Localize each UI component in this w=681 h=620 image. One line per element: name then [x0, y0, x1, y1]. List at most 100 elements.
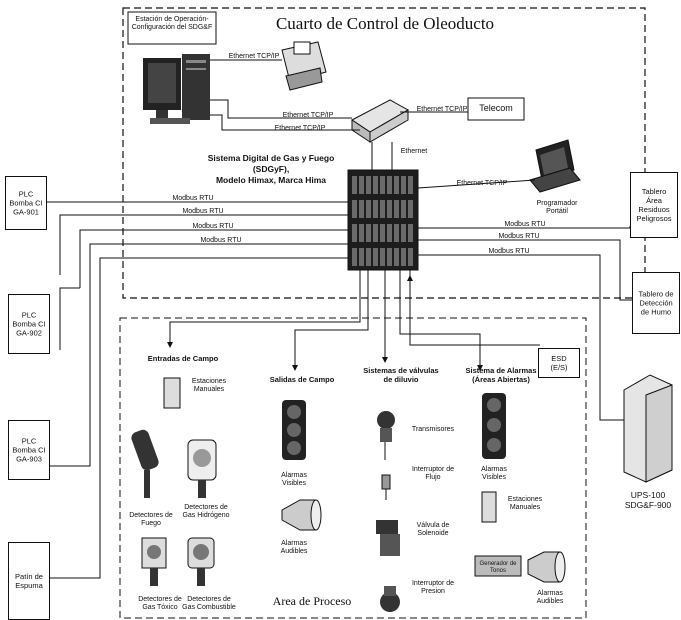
- cabinet-module: [373, 176, 378, 194]
- cabinet-module: [373, 224, 378, 242]
- cabinet-module: [352, 224, 357, 242]
- cabinet-module: [408, 200, 413, 218]
- label-visible-alarms-sys: Alarmas Visibles: [481, 466, 507, 481]
- cabinet-module: [366, 248, 371, 266]
- fire-detector-icon: [131, 429, 159, 498]
- programmer-label: Programador Portátil: [536, 200, 578, 215]
- solenoid-valve-icon: [376, 520, 400, 556]
- cabinet-module: [408, 176, 413, 194]
- laptop-icon: [529, 139, 581, 193]
- deluge-heading: Sistemas de válvulas de diluvio: [363, 366, 439, 384]
- cabinet-module: [359, 176, 364, 194]
- cabinet-module: [373, 200, 378, 218]
- manual-station-icon-2: [481, 491, 497, 523]
- cabinet-module: [401, 176, 406, 194]
- cabinet-module: [401, 200, 406, 218]
- label-audible-alarms-sys: Alarmas Audibles: [536, 590, 564, 605]
- h2-detector-icon: [187, 439, 217, 498]
- cabinet-module: [394, 176, 399, 194]
- label-visible-alarms-out: Alarmas Visibles: [281, 472, 307, 487]
- cabinet-module: [387, 224, 392, 242]
- audible-alarm-icon: [281, 499, 322, 531]
- modbus-label-r2: Modbus RTU: [498, 233, 540, 240]
- telecom-label: Telecom: [479, 103, 513, 113]
- cabinet-module: [352, 200, 357, 218]
- ethernet-label-2: Ethernet TCP/IP: [274, 125, 326, 132]
- cabinet-module: [387, 176, 392, 194]
- label-audible-alarms-out: Alarmas Audibles: [280, 540, 308, 555]
- modbus-label-r3: Modbus RTU: [488, 248, 530, 255]
- outputs-heading: Salidas de Campo: [269, 375, 335, 384]
- manual-station-icon: [163, 377, 181, 409]
- cabinet-module: [366, 224, 371, 242]
- network-switch-icon: [351, 99, 410, 143]
- ups-label: UPS-100 SDG&F-900: [624, 490, 672, 510]
- control-room-boundary: [122, 7, 646, 299]
- cabinet-module: [380, 248, 385, 266]
- audible-alarm-icon-2: [527, 551, 566, 583]
- cabinet-module: [380, 200, 385, 218]
- cabinet-module: [366, 176, 371, 194]
- station-label: Estación de Operación- Configuración del…: [131, 16, 213, 31]
- connection-lines: [45, 59, 635, 579]
- inputs-heading: Entradas de Campo: [147, 354, 219, 363]
- ups-icon: [623, 374, 673, 483]
- flow-switch-icon: [381, 474, 391, 500]
- ethernet-label-vertical: Ethernet: [400, 148, 428, 155]
- modbus-label-3: Modbus RTU: [192, 223, 234, 230]
- visible-alarm-icon-2: [482, 393, 506, 459]
- cabinet-module: [394, 200, 399, 218]
- esd-box: ESD (E/S): [538, 348, 580, 378]
- plc-903-box: PLC Bomba CI GA-903: [8, 420, 50, 480]
- label-pressure-switch: Interruptor de Presion: [411, 580, 455, 595]
- visible-alarm-icon: [282, 400, 306, 460]
- printer-icon: [281, 41, 327, 91]
- label-manual-stations-sys: Estaciones Manuales: [507, 496, 543, 511]
- process-area-title: Area de Proceso: [272, 594, 352, 608]
- cabinet-module: [408, 224, 413, 242]
- label-flow-switch: Interruptor de Flujo: [411, 466, 455, 481]
- process-area-boundary: [119, 317, 587, 619]
- cabinet-module: [408, 248, 413, 266]
- control-room-title: Cuarto de Control de Oleoducto: [275, 14, 495, 33]
- label-combustible-detectors: Detectores de Gas Combustible: [182, 596, 236, 611]
- foam-skid-box: Patín de Espuma: [8, 542, 50, 620]
- alarms-heading: Sistema de Alarmas (Áreas Abiertas): [465, 366, 537, 384]
- ethernet-label-laptop: Ethernet TCP/IP: [456, 180, 508, 187]
- cabinet-module: [387, 200, 392, 218]
- telecom-box: [467, 97, 525, 121]
- label-fire-detectors: Detectores de Fuego: [129, 512, 173, 527]
- label-transmitters: Transmisores: [411, 426, 455, 433]
- modbus-label-1: Modbus RTU: [172, 195, 214, 202]
- cabinet-module: [359, 200, 364, 218]
- system-label: Sistema Digital de Gas y Fuego (SDGyF), …: [207, 153, 335, 185]
- ethernet-label-1: Ethernet TCP/IP: [282, 112, 334, 119]
- modbus-label-4: Modbus RTU: [200, 237, 242, 244]
- cabinet-module: [352, 176, 357, 194]
- cabinet-module: [380, 224, 385, 242]
- combustible-detector-icon: [187, 537, 215, 586]
- cabinet-module: [380, 176, 385, 194]
- plc-901-box: PLC Bomba CI GA-901: [5, 176, 47, 230]
- tone-generator-icon: [474, 555, 522, 577]
- cabinet-module: [352, 248, 357, 266]
- computer-icon: [143, 54, 210, 124]
- transmitter-icon: [377, 411, 395, 442]
- cabinet-module: [373, 248, 378, 266]
- ethernet-label-telecom: Ethernet TCP/IP: [416, 106, 468, 113]
- label-toxic-detectors: Detectores de Gas Tóxico: [138, 596, 182, 611]
- cabinet-module: [401, 224, 406, 242]
- smoke-board-box: Tablero de Detección de Humo: [632, 272, 680, 334]
- label-tone-generator: Generador de Tonos: [479, 561, 517, 574]
- ethernet-label-printer: Ethernet TCP/IP: [228, 53, 280, 60]
- plc-902-box: PLC Bomba CI GA-902: [8, 294, 50, 354]
- cabinet-module: [394, 248, 399, 266]
- hazardous-waste-board-box: Tablero Área Residuos Peligrosos: [630, 172, 678, 238]
- cabinet-module: [366, 200, 371, 218]
- modbus-label-r1: Modbus RTU: [504, 221, 546, 228]
- toxic-detector-icon: [141, 537, 167, 586]
- station-label-box: [127, 11, 217, 45]
- cabinet-module: [401, 248, 406, 266]
- label-manual-stations-in: Estaciones Manuales: [191, 378, 227, 393]
